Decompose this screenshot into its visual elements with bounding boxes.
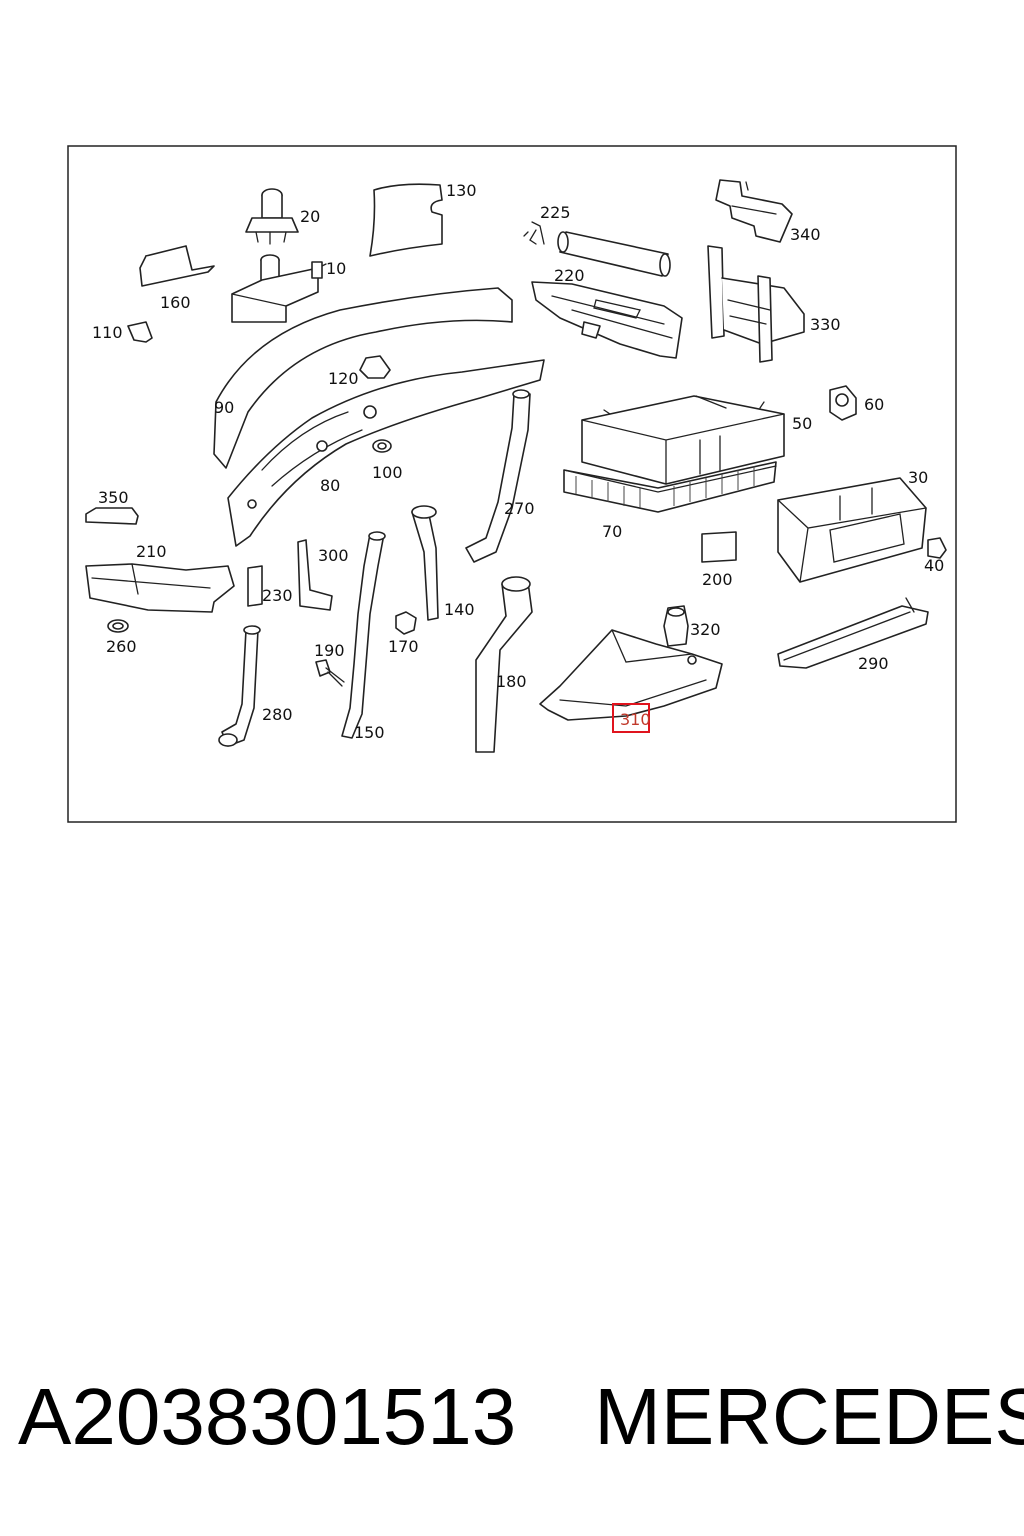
callout-290: 290 bbox=[858, 654, 889, 673]
part-330 bbox=[707, 245, 805, 363]
callout-270: 270 bbox=[504, 499, 535, 518]
part-230 bbox=[247, 565, 263, 607]
callout-60: 60 bbox=[864, 395, 884, 414]
callout-260: 260 bbox=[106, 637, 137, 656]
callout-350: 350 bbox=[98, 488, 129, 507]
part-220 bbox=[531, 281, 683, 359]
callout-150: 150 bbox=[354, 723, 385, 742]
part-110 bbox=[127, 321, 153, 343]
callout-320: 320 bbox=[690, 620, 721, 639]
callout-50: 50 bbox=[792, 414, 812, 433]
part-60 bbox=[829, 385, 857, 421]
part-225-pipe bbox=[557, 231, 671, 277]
callout-180: 180 bbox=[496, 672, 527, 691]
callout-310: 310 bbox=[620, 710, 651, 729]
callout-80: 80 bbox=[320, 476, 340, 495]
part-30 bbox=[777, 477, 927, 583]
callout-190: 190 bbox=[314, 641, 345, 660]
callout-200: 200 bbox=[702, 570, 733, 589]
part-number: A2038301513 bbox=[18, 1372, 517, 1461]
callout-90: 90 bbox=[214, 398, 234, 417]
callout-330: 330 bbox=[810, 315, 841, 334]
callout-340: 340 bbox=[790, 225, 821, 244]
brand-name: MERCEDES bbox=[594, 1372, 1024, 1461]
part-70 bbox=[563, 461, 777, 513]
part-160 bbox=[139, 245, 215, 287]
part-180 bbox=[475, 576, 533, 753]
part-290 bbox=[777, 597, 929, 669]
part-20 bbox=[245, 188, 299, 245]
part-225 bbox=[523, 221, 545, 245]
callout-140: 140 bbox=[444, 600, 475, 619]
callout-40: 40 bbox=[924, 556, 944, 575]
part-10 bbox=[231, 254, 327, 323]
part-210 bbox=[85, 563, 235, 613]
part-150 bbox=[341, 531, 386, 739]
callout-170: 170 bbox=[388, 637, 419, 656]
caption: A2038301513 MERCEDES bbox=[18, 1372, 1024, 1462]
part-80 bbox=[227, 359, 545, 547]
part-120 bbox=[359, 355, 391, 379]
part-260 bbox=[107, 619, 129, 633]
part-350 bbox=[85, 507, 139, 525]
callout-10: 10 bbox=[326, 259, 346, 278]
part-140 bbox=[411, 505, 439, 621]
callout-120: 120 bbox=[328, 369, 359, 388]
callout-210: 210 bbox=[136, 542, 167, 561]
part-340 bbox=[715, 179, 793, 243]
callout-160: 160 bbox=[160, 293, 191, 312]
part-130 bbox=[369, 183, 443, 257]
callout-230: 230 bbox=[262, 586, 293, 605]
parts-diagram: 20 130 225 340 10 160 220 110 330 120 90… bbox=[67, 145, 957, 823]
diagram-frame bbox=[67, 145, 957, 823]
callout-20: 20 bbox=[300, 207, 320, 226]
part-270 bbox=[465, 389, 531, 563]
callout-30: 30 bbox=[908, 468, 928, 487]
part-50 bbox=[581, 395, 785, 485]
part-40 bbox=[927, 537, 947, 559]
part-200 bbox=[701, 531, 737, 563]
callout-70: 70 bbox=[602, 522, 622, 541]
callout-110: 110 bbox=[92, 323, 123, 342]
callout-130: 130 bbox=[446, 181, 477, 200]
part-320 bbox=[663, 605, 689, 647]
callout-300: 300 bbox=[318, 546, 349, 565]
part-190 bbox=[315, 659, 345, 687]
part-280 bbox=[218, 625, 261, 747]
callout-220: 220 bbox=[554, 266, 585, 285]
part-170 bbox=[395, 611, 417, 635]
callout-280: 280 bbox=[262, 705, 293, 724]
part-90 bbox=[213, 287, 513, 469]
callout-100: 100 bbox=[372, 463, 403, 482]
part-100 bbox=[372, 439, 392, 453]
callout-225: 225 bbox=[540, 203, 571, 222]
part-300 bbox=[297, 539, 333, 611]
part-310 bbox=[539, 629, 723, 721]
callout-310-highlight-box bbox=[612, 703, 650, 733]
